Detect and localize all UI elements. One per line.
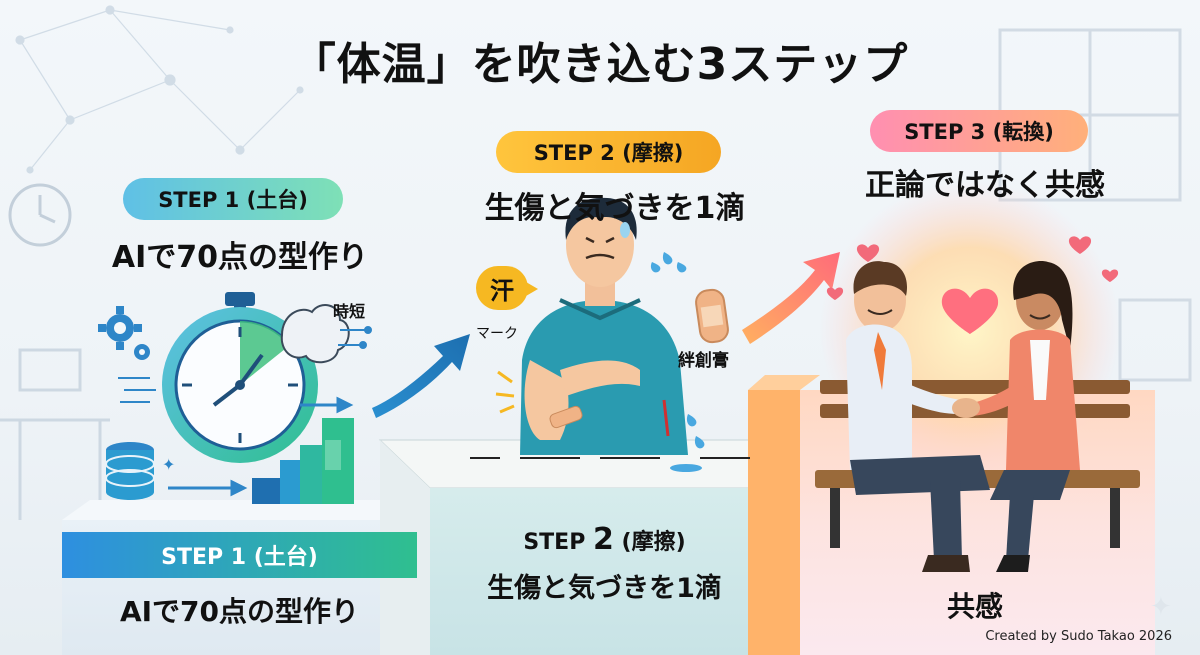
- woman-figure: [970, 261, 1080, 572]
- svg-text:✦: ✦: [1150, 592, 1172, 622]
- platform-2-step-prefix: STEP: [523, 530, 593, 555]
- label-mark: マーク: [476, 326, 518, 342]
- arrow-right-icon: [168, 396, 354, 497]
- bar-chart-icon: [252, 418, 354, 504]
- person-icon: [520, 197, 688, 455]
- office-background: [0, 348, 110, 520]
- platform-1-step-label: STEP 1 (土台): [62, 532, 417, 578]
- heart-icon: [826, 236, 1119, 334]
- label-time-saving: 時短: [333, 302, 366, 321]
- platform-1-text: AIで70点の型作り: [119, 595, 360, 628]
- step-2-subtitle: 生傷と気づきを1滴: [484, 191, 746, 226]
- impact-lines: [495, 370, 515, 414]
- platform-2-front: [430, 488, 777, 655]
- step-1-subtitle: AIで70点の型作り: [111, 240, 369, 275]
- credit-text: Created by Sudo Takao 2026: [985, 629, 1172, 644]
- brain-icon: [280, 304, 350, 364]
- platform-3-text: 共感: [946, 590, 1003, 623]
- platform-2-text: 生傷と気づきを1滴: [487, 573, 722, 604]
- step-2-pill: STEP 2 (摩擦): [496, 131, 721, 173]
- platform-2-step-label: STEP 2 (摩擦): [432, 522, 777, 557]
- platform-2-step-suffix: (摩擦): [613, 530, 686, 555]
- bandage-icon: [695, 288, 729, 344]
- arrow-up-right-icon-2: [742, 252, 840, 344]
- label-bandage: 絆創膏: [678, 351, 729, 371]
- arrow-up-right-icon: [372, 334, 470, 418]
- database-icon: [105, 442, 155, 500]
- gear-icon: [98, 306, 142, 350]
- speed-lines: [118, 377, 156, 403]
- stopwatch-icon: [162, 292, 318, 463]
- network-decoration: [15, 5, 304, 174]
- sweat-badge: 汗: [476, 266, 538, 310]
- man-figure: [846, 261, 990, 572]
- platform-2-step-number: 2: [593, 522, 614, 557]
- step-3-pill: STEP 3 (転換): [870, 110, 1088, 152]
- step-1-pill: STEP 1 (土台): [123, 178, 343, 220]
- wall-clock-icon: [8, 183, 72, 247]
- sweat-drop-icon: [650, 252, 705, 472]
- circuit-lines: [338, 326, 372, 349]
- step-3-subtitle: 正論ではなく共感: [865, 168, 1105, 203]
- handshake-icon: [952, 398, 980, 418]
- page-title: 「体温」を吹き込む3ステップ: [291, 39, 909, 90]
- svg-text:✦: ✦: [162, 455, 175, 474]
- platform-1-top: [62, 500, 452, 520]
- gear-icon-small: [134, 344, 150, 360]
